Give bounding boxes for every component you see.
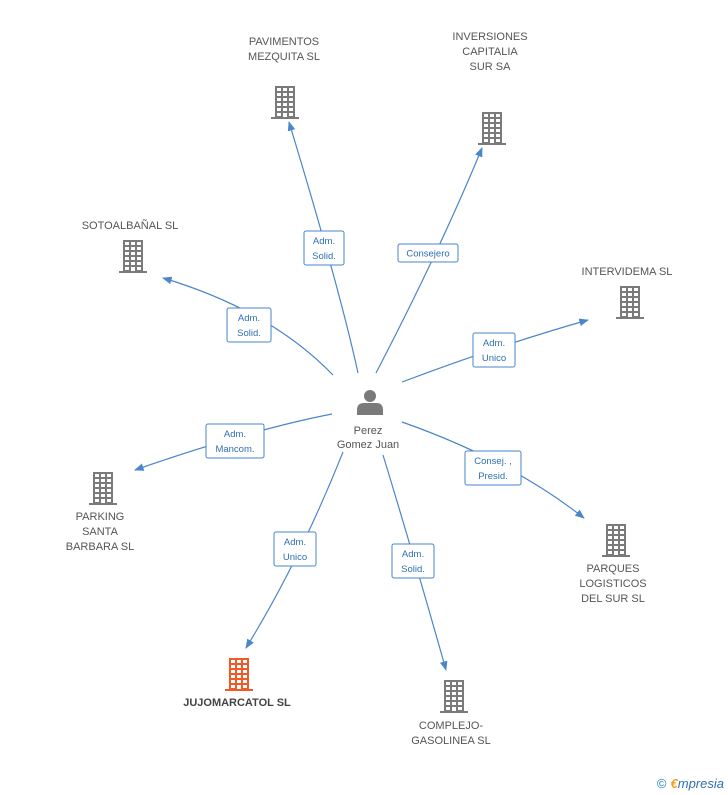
building-icon-pavimentos[interactable] xyxy=(271,86,299,119)
person-icon[interactable] xyxy=(357,390,383,415)
building-icon-intervidema[interactable] xyxy=(616,286,644,319)
role-text: Adm. xyxy=(238,313,260,324)
role-badge-sotoalbanal: Adm. Solid. xyxy=(226,307,272,343)
company-label-complejo[interactable]: COMPLEJO- xyxy=(419,720,484,732)
person-name[interactable]: Gomez Juan xyxy=(337,439,399,451)
company-label-parques[interactable]: PARQUES xyxy=(587,563,640,575)
company-label-inversiones[interactable]: INVERSIONES xyxy=(452,31,527,43)
company-label-pavimentos[interactable]: PAVIMENTOS xyxy=(249,36,319,48)
brand-name: mpresia xyxy=(677,776,724,791)
building-icon-jujomarcatol[interactable] xyxy=(225,658,253,691)
role-badge-parques: Consej. , Presid. xyxy=(464,450,522,486)
company-label-inversiones[interactable]: SUR SA xyxy=(470,61,512,73)
building-icon-parking[interactable] xyxy=(89,472,117,505)
role-text: Mancom. xyxy=(215,444,254,455)
company-label-parques[interactable]: DEL SUR SL xyxy=(581,593,645,605)
company-label-pavimentos[interactable]: MEZQUITA SL xyxy=(248,51,320,63)
role-text: Consej. , xyxy=(474,456,512,467)
role-text: Adm. xyxy=(313,236,335,247)
role-text: Solid. xyxy=(401,564,425,575)
role-badge-pavimentos: Adm. Solid. xyxy=(303,230,345,266)
edge-pavimentos xyxy=(287,121,359,374)
building-icon-sotoalbanal[interactable] xyxy=(119,240,147,273)
company-label-intervidema[interactable]: INTERVIDEMA SL xyxy=(582,266,673,278)
role-text: Unico xyxy=(482,353,506,364)
role-badge-intervidema: Adm. Unico xyxy=(472,332,516,368)
role-text: Solid. xyxy=(237,328,261,339)
role-text: Adm. xyxy=(224,429,246,440)
company-label-complejo[interactable]: GASOLINEA SL xyxy=(411,735,490,747)
building-icon-inversiones[interactable] xyxy=(478,112,506,145)
building-icon-parques[interactable] xyxy=(602,524,630,557)
role-badge-jujomarcatol: Adm. Unico xyxy=(273,531,317,567)
role-badge-parking: Adm. Mancom. xyxy=(205,423,265,459)
brand-initial: € xyxy=(670,776,678,791)
copyright-symbol: © xyxy=(656,776,667,791)
role-text: Adm. xyxy=(483,338,505,349)
company-label-inversiones[interactable]: CAPITALIA xyxy=(462,46,518,58)
role-text: Consejero xyxy=(406,249,449,260)
company-label-parking[interactable]: PARKING xyxy=(76,511,125,523)
role-text: Adm. xyxy=(402,549,424,560)
company-label-parking[interactable]: BARBARA SL xyxy=(66,541,134,553)
company-label-parques[interactable]: LOGISTICOS xyxy=(579,578,646,590)
role-text: Unico xyxy=(283,552,307,563)
role-text: Adm. xyxy=(284,537,306,548)
company-label-parking[interactable]: SANTA xyxy=(82,526,119,538)
company-label-jujomarcatol[interactable]: JUJOMARCATOL SL xyxy=(183,697,291,709)
company-label-sotoalbanal[interactable]: SOTOALBAÑAL SL xyxy=(82,219,179,232)
role-badge-inversiones: Consejero xyxy=(397,243,459,263)
empresia-logo: ©€mpresia xyxy=(657,776,724,791)
role-text: Solid. xyxy=(312,251,336,262)
role-text: Presid. xyxy=(478,471,508,482)
person-name[interactable]: Perez xyxy=(354,425,383,437)
building-icon-complejo[interactable] xyxy=(440,680,468,713)
role-badge-complejo: Adm. Solid. xyxy=(391,543,435,579)
